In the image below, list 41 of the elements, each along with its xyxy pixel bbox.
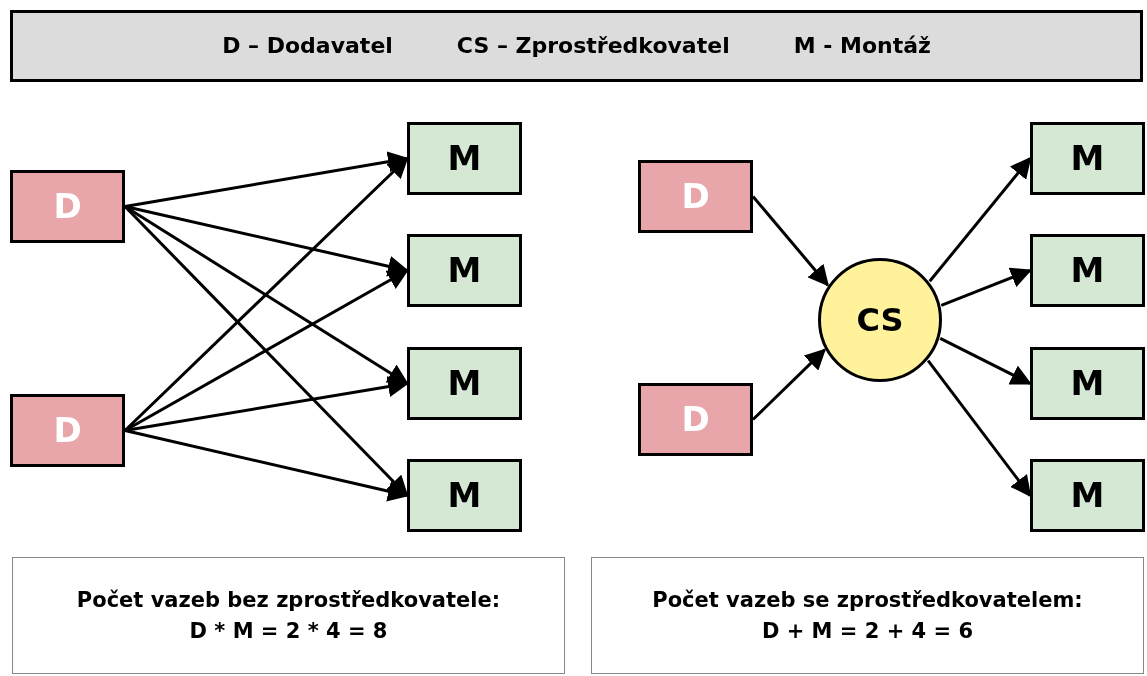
assembly-box xyxy=(1030,234,1145,307)
legend-bar xyxy=(10,10,1143,82)
node-label: D xyxy=(681,175,710,218)
supplier-box xyxy=(638,383,753,456)
legend-text: M - Montáž xyxy=(793,32,931,60)
node-label: M xyxy=(1070,137,1105,180)
arrow xyxy=(751,195,829,287)
node-label: M xyxy=(447,474,482,517)
formula: D + M = 2 + 4 = 6 xyxy=(761,617,973,644)
supplier-box xyxy=(10,170,125,243)
arrow xyxy=(926,359,1032,498)
legend-text: D – Dodavatel xyxy=(222,32,393,60)
arrow xyxy=(751,348,827,421)
node-label: M xyxy=(1070,362,1105,405)
note-heading: Počet vazeb bez zprostředkovatele: xyxy=(76,587,501,614)
assembly-box xyxy=(407,234,522,307)
node-label: M xyxy=(447,137,482,180)
arrow xyxy=(928,156,1032,283)
legend-text: CS – Zprostředkovatel xyxy=(456,32,730,60)
node-label: D xyxy=(681,398,710,441)
note-box xyxy=(591,557,1144,674)
assembly-box xyxy=(1030,459,1145,532)
note-box xyxy=(12,557,565,674)
node-label: D xyxy=(53,409,82,452)
node-label: M xyxy=(447,362,482,405)
assembly-box xyxy=(407,459,522,532)
assembly-box xyxy=(407,347,522,420)
node-label: CS xyxy=(856,300,904,340)
note-heading: Počet vazeb se zprostředkovatelem: xyxy=(652,587,1083,614)
assembly-box xyxy=(407,122,522,195)
node-label: D xyxy=(53,185,82,228)
supplier-box xyxy=(10,394,125,467)
supplier-box xyxy=(638,160,753,233)
assembly-box xyxy=(1030,122,1145,195)
node-label: M xyxy=(1070,474,1105,517)
node-label: M xyxy=(447,249,482,292)
arrow xyxy=(939,337,1032,385)
assembly-box xyxy=(1030,347,1145,420)
formula: D * M = 2 * 4 = 8 xyxy=(189,617,388,644)
arrow xyxy=(940,267,1032,307)
node-label: M xyxy=(1070,249,1105,292)
